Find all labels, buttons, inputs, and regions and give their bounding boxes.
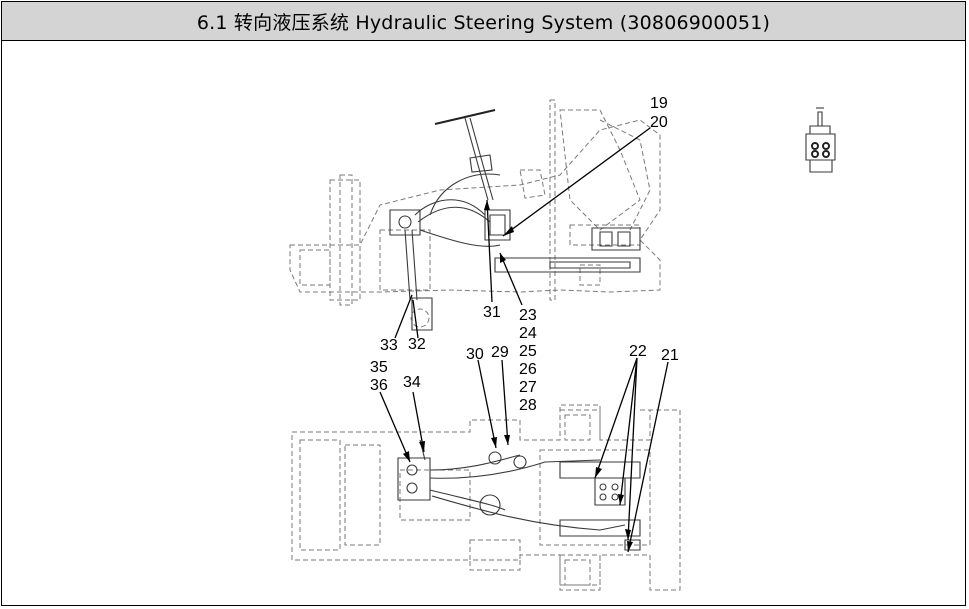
callout-22: 22: [629, 343, 647, 360]
lower-machine-view: [291, 404, 681, 591]
callout-26: 26: [519, 361, 537, 378]
callout-labels: 19 20 31 23 24 25 26 27 28 33 32 30 29 2…: [370, 95, 679, 414]
callout-33: 33: [380, 337, 398, 354]
callout-28: 28: [519, 397, 537, 414]
callout-27: 27: [519, 379, 537, 396]
callout-25: 25: [519, 343, 537, 360]
callout-31: 31: [483, 304, 501, 321]
leader-lines: [379, 127, 669, 553]
callout-20: 20: [650, 114, 668, 131]
callout-30: 30: [466, 346, 484, 363]
callout-35: 35: [370, 359, 388, 376]
upper-machine-view: [289, 99, 661, 331]
callout-32: 32: [408, 336, 426, 353]
title-bar: 6.1 转向液压系统 Hydraulic Steering System (30…: [2, 2, 965, 41]
callout-34: 34: [403, 374, 421, 391]
callout-19: 19: [650, 95, 668, 112]
callout-24: 24: [519, 325, 537, 342]
page-title: 6.1 转向液压系统 Hydraulic Steering System (30…: [196, 11, 771, 34]
callout-21: 21: [661, 347, 679, 364]
callout-29: 29: [491, 344, 509, 361]
callout-36: 36: [370, 377, 388, 394]
callout-23: 23: [519, 307, 537, 324]
steering-unit-inset: [805, 107, 836, 173]
